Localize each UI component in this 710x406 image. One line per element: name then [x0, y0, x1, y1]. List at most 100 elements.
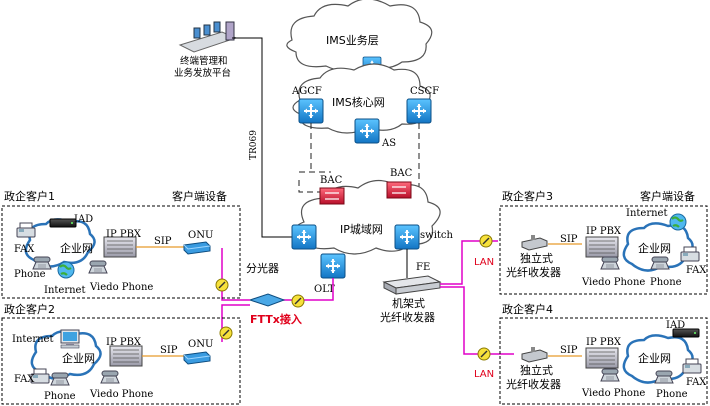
customer1-video-phone-icon	[88, 260, 108, 274]
customer4-conv-label-1: 独立式	[520, 363, 553, 377]
customer4-conv-label-2: 光纤收发器	[506, 377, 561, 391]
customer1-equip-label: 客户端设备	[172, 189, 227, 203]
customer3-internet-label: Internet	[626, 208, 667, 219]
customer4-fax-icon	[682, 358, 702, 374]
platform-label-2: 业务发放平台	[174, 67, 231, 79]
customer1-onu-icon	[183, 241, 211, 255]
customer1-ippbx-icon	[103, 236, 137, 258]
attenuator-c4-icon	[477, 347, 491, 361]
customer3-phone-icon	[650, 256, 670, 270]
customer1-onu-label: ONU	[188, 230, 213, 241]
customer4-converter-icon	[521, 346, 548, 363]
lan-label-c4: LAN	[474, 369, 494, 380]
customer2-title: 政企客户2	[4, 302, 55, 316]
customer2-box	[1, 317, 241, 405]
customer3-sip-label: SIP	[560, 234, 578, 245]
customer3-video-label: Viedo Phone	[581, 277, 645, 288]
splitter-icon	[248, 293, 286, 307]
customer3-converter-icon	[521, 234, 548, 251]
customer4-iad-label: IAD	[666, 320, 685, 331]
customer2-pc-icon	[60, 329, 80, 349]
ims-core-label: IMS核心网	[332, 95, 385, 109]
splitter-label: 分光器	[246, 261, 279, 275]
customer1-video-label: Viedo Phone	[89, 282, 153, 293]
bac-left-label: BAC	[320, 175, 343, 186]
customer1-iad-icon	[49, 218, 77, 228]
customer3-enterprise-label: 企业网	[638, 241, 671, 255]
customer4-video-label: Viedo Phone	[581, 388, 645, 399]
rack-converter-icon	[382, 275, 442, 295]
fe-label: FE	[416, 262, 430, 273]
olt-label: OLT	[314, 284, 335, 295]
customer3-conv-label-2: 光纤收发器	[506, 265, 561, 279]
tr069-link	[232, 37, 293, 238]
bac-left-icon	[319, 187, 345, 205]
customer4-box	[499, 317, 708, 405]
customer1-fax-icon	[16, 222, 36, 238]
ims-service-cloud: IMS业务层	[286, 0, 433, 76]
customer3-box	[499, 205, 708, 295]
customer3-internet-icon	[668, 212, 688, 232]
platform-servers-icon	[178, 21, 238, 53]
olt-icon	[320, 253, 346, 279]
customer2-video-label: Viedo Phone	[89, 389, 153, 400]
customer4-enterprise-label: 企业网	[638, 351, 671, 365]
customer2-ippbx-icon	[109, 345, 143, 367]
customer1-title: 政企客户1	[4, 189, 55, 203]
attenuator-olt-icon	[291, 294, 305, 308]
rack-label-2: 光纤收发器	[380, 310, 435, 324]
customer4-ippbx-icon	[585, 347, 619, 369]
attenuator-c3-icon	[479, 234, 493, 248]
bac-right-label: BAC	[390, 168, 413, 179]
customer4-phone-label: Phone	[656, 389, 688, 400]
customer3-ippbx-icon	[585, 236, 619, 258]
customer3-fax-icon	[680, 246, 700, 262]
fttx-label: FTTx接入	[250, 312, 302, 326]
customer2-onu-label: ONU	[188, 339, 213, 350]
customer4-sip-label: SIP	[560, 345, 578, 356]
metro-router-left-icon	[291, 224, 317, 250]
customer1-sip-label: SIP	[154, 236, 172, 247]
customer3-equip-label: 客户端设备	[640, 189, 695, 203]
rack-label-1: 机架式	[392, 296, 425, 310]
customer3-conv-label-1: 独立式	[520, 251, 553, 265]
customer3-title: 政企客户3	[502, 189, 553, 203]
customer4-phone-icon	[654, 370, 674, 384]
customer1-iad-label: IAD	[74, 214, 93, 225]
customer1-internet-label: Internet	[44, 285, 85, 296]
customer2-internet-label: Internet	[12, 334, 53, 345]
customer1-ippbx-label: IP PBX	[106, 229, 142, 240]
cscf-label: CSCF	[410, 86, 439, 97]
customer3-phone-label: Phone	[650, 277, 682, 288]
customer4-ippbx-label: IP PBX	[586, 337, 622, 348]
as-label: AS	[381, 138, 396, 149]
lan-label-c3: LAN	[474, 257, 494, 268]
agcf-label: AGCF	[291, 86, 322, 97]
customer4-fax-label: FAX	[686, 377, 707, 388]
customer3-ippbx-label: IP PBX	[586, 226, 622, 237]
ip-metro-label: IP城域网	[340, 223, 383, 236]
attenuator-c2-icon	[219, 326, 233, 340]
switch-label: switch	[420, 230, 454, 241]
customer2-fax-label: FAX	[14, 374, 35, 385]
customer3-video-phone-icon	[600, 256, 620, 270]
agcf-router-icon	[298, 98, 324, 124]
customer4-video-phone-icon	[600, 368, 620, 382]
customer2-phone-label: Phone	[44, 391, 76, 402]
customer3-fax-label: FAX	[686, 265, 707, 276]
customer1-phone-label: Phone	[14, 269, 46, 280]
ims-service-label: IMS业务层	[326, 34, 379, 47]
customer2-onu-icon	[183, 351, 211, 365]
customer2-sip-label: SIP	[160, 345, 178, 356]
as-server-icon	[354, 118, 380, 144]
bac-right-icon	[386, 181, 412, 199]
customer1-fax-label: FAX	[14, 244, 35, 255]
platform-label-1: 终端管理和	[180, 55, 228, 67]
customer1-enterprise-label: 企业网	[60, 241, 93, 255]
attenuator-c1-icon	[215, 278, 229, 292]
customer2-phone-icon	[50, 372, 70, 386]
metro-switch-icon	[394, 224, 420, 250]
customer1-internet-icon	[56, 260, 76, 280]
